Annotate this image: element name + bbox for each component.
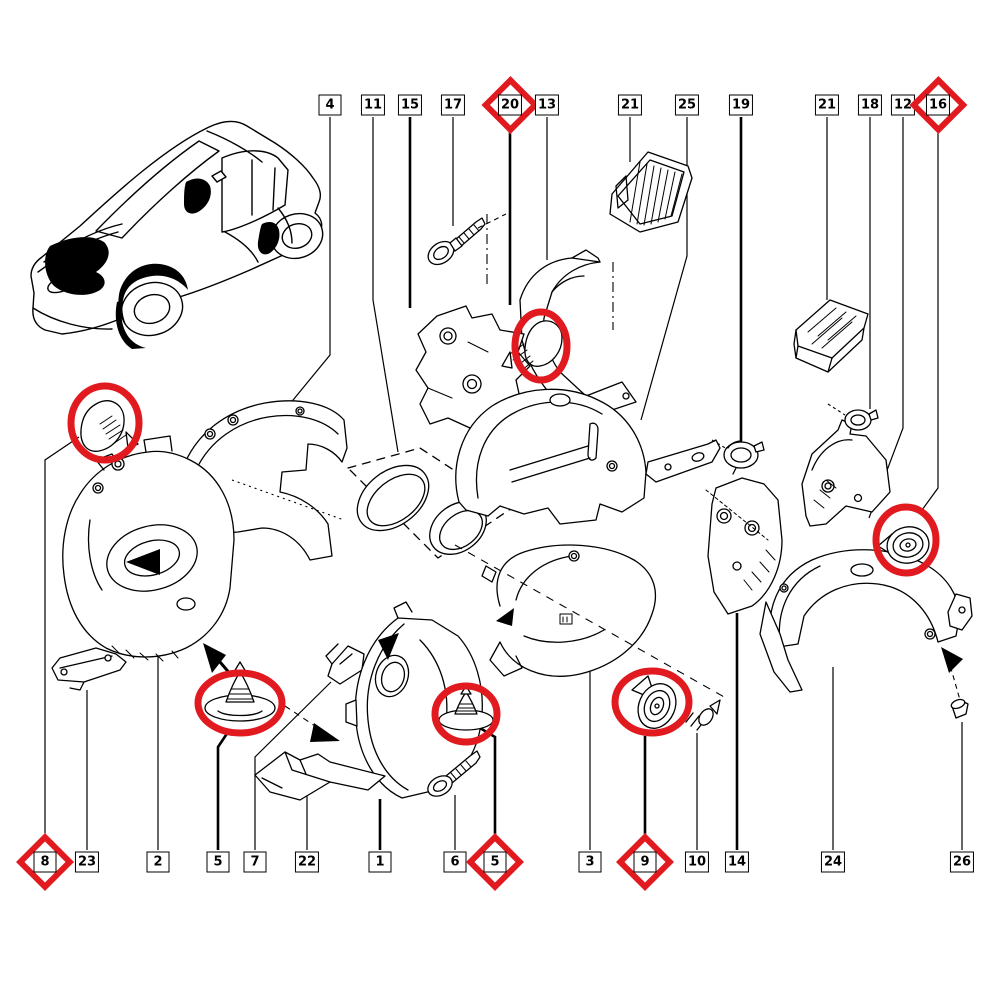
car-windshield [95, 140, 220, 239]
seal-kit-part-11 [347, 447, 513, 559]
arrow-into-liner-3 [496, 608, 514, 626]
wheel-arch-liner-part-24 [759, 549, 973, 693]
arrow-under-liner-2 [203, 643, 226, 673]
car-side-glass [221, 150, 289, 233]
vent-grille-part-21-front [609, 151, 693, 233]
car-highlighted-liner-areas [45, 178, 280, 349]
leader-line-5 [216, 728, 232, 850]
push-clip-part-5b [438, 685, 494, 731]
clip-part-26 [950, 698, 969, 719]
construction-lines [231, 213, 961, 733]
bracket-part-23 [51, 647, 127, 691]
arrow-into-liner-1 [310, 723, 340, 742]
highlight-circle-clip-5a [194, 669, 286, 737]
car-mirror [211, 170, 227, 183]
clip-part-18 [844, 409, 879, 431]
leader-line-8 [44, 436, 80, 849]
shield-part-15 [415, 305, 531, 429]
bracket-part-22 [254, 751, 386, 801]
leader-line-11 [372, 117, 399, 453]
grommet-part-19 [723, 440, 765, 475]
highlight-circle-clip-5b [431, 682, 501, 746]
car-overview-illustration [30, 120, 324, 349]
screw-part-6 [427, 750, 481, 797]
push-clip-part-5a [204, 661, 276, 722]
arrow-liner-1-top [378, 633, 399, 660]
vent-grille-part-21-rear [793, 299, 869, 373]
liner-part-1 [345, 601, 483, 799]
clip-part-7 [325, 643, 365, 685]
leader-line-5 [479, 726, 497, 849]
disc-rivet-part-16 [877, 526, 930, 564]
highlight-circle-rivet-9 [611, 667, 693, 737]
shield-part-14 [705, 477, 783, 615]
expander-clip-part-10 [685, 699, 721, 731]
arrow-into-liner-2 [126, 549, 160, 575]
leader-line-25 [640, 117, 688, 421]
disc-rivet-part-9 [631, 675, 677, 729]
assembly-arrows [126, 549, 963, 742]
liner-part-3 [481, 544, 656, 677]
leader-line-16 [921, 131, 939, 511]
arrow-into-liner-24 [941, 647, 963, 673]
highlight-circles [67, 308, 940, 746]
leader-lines [44, 117, 963, 850]
arch-liner-part-25 [455, 388, 721, 525]
leader-line-7 [254, 681, 332, 850]
highlight-circle-rivet-16 [872, 503, 940, 577]
screw-part-17 [427, 217, 486, 266]
shield-part-12 [801, 419, 891, 527]
highlight-circle-clip-20 [511, 308, 571, 384]
highlight-circle-clip-8 [67, 382, 143, 464]
